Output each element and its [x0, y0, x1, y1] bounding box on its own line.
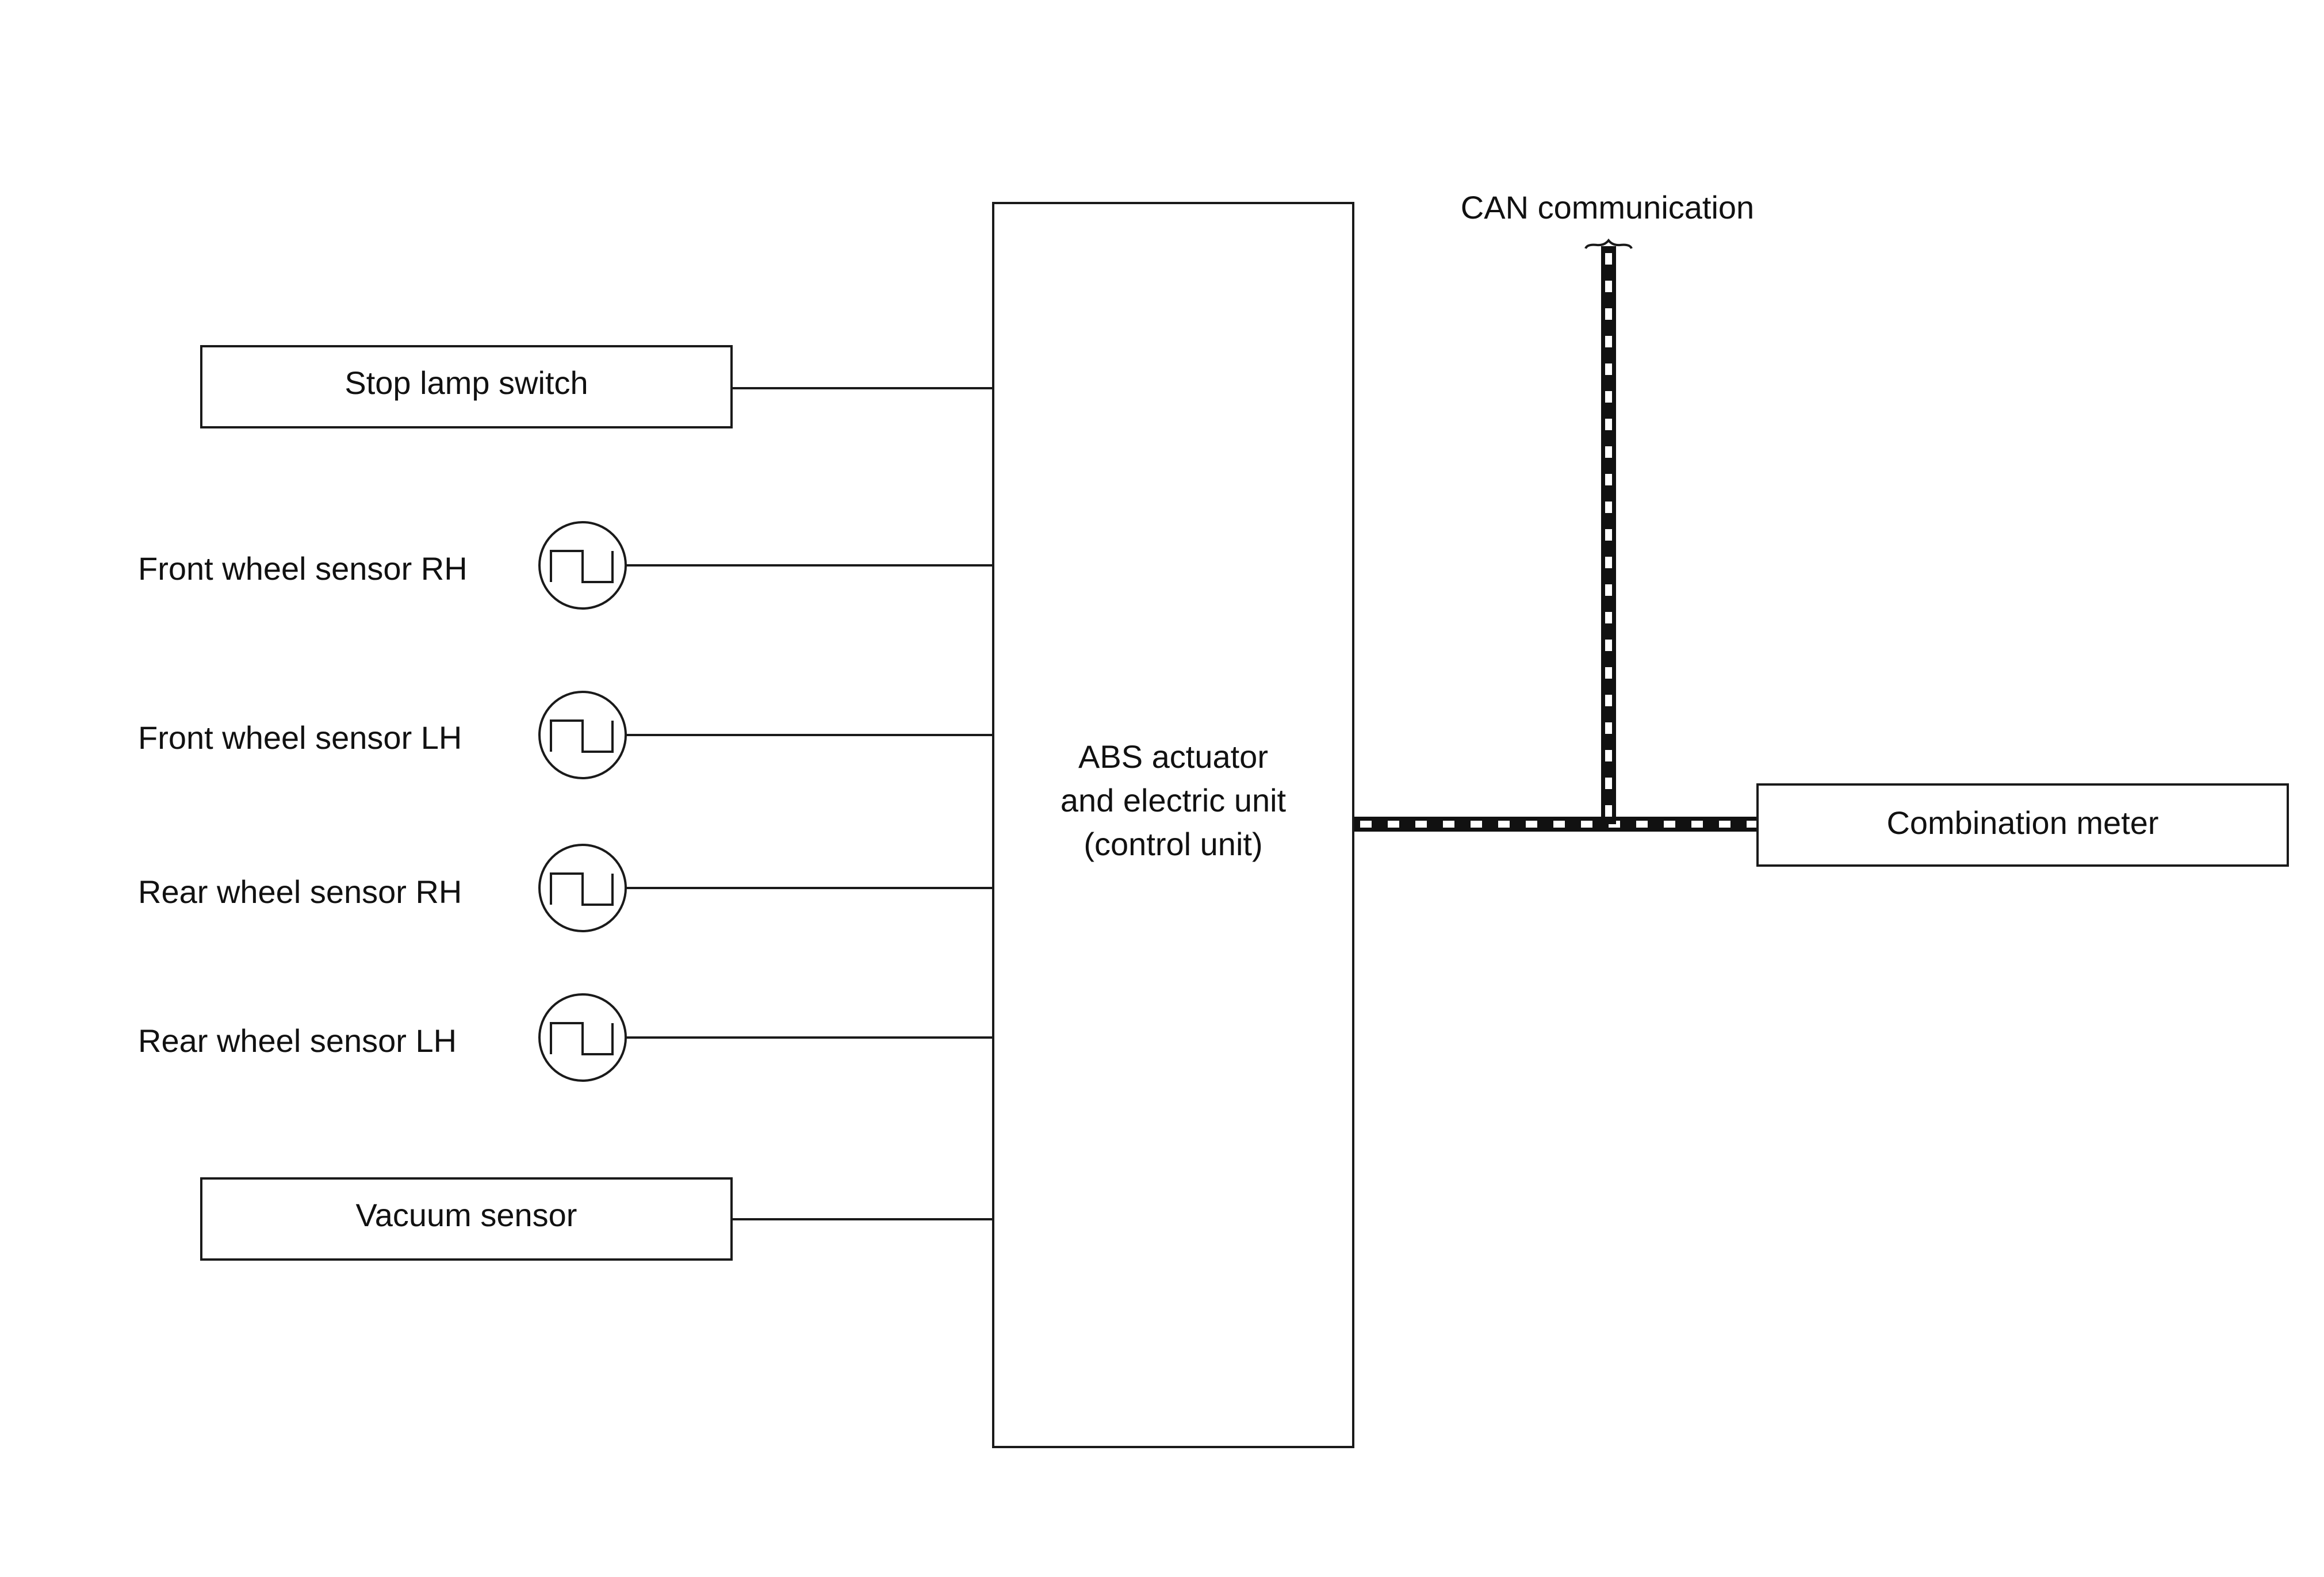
rear-wheel-sensor-rh-label: Rear wheel sensor RH: [138, 874, 462, 910]
pulse-signal-icon: [550, 872, 614, 906]
control-unit-label-line-1: ABS actuator: [1078, 738, 1268, 775]
pulse-signal-icon: [550, 719, 614, 753]
combination-meter-label: Combination meter: [1886, 805, 2158, 841]
control-unit-label-line-3: (control unit): [1083, 826, 1262, 862]
abs-control-unit-box: [992, 202, 1354, 1448]
front-wheel-sensor-lh-label: Front wheel sensor LH: [138, 719, 462, 756]
vacuum-sensor-box: [200, 1177, 733, 1261]
can-bracket-icon: [1584, 238, 1633, 249]
control-unit-label-line-2: and electric unit: [1060, 782, 1287, 818]
vacuum-sensor-label: Vacuum sensor: [356, 1197, 577, 1233]
combination-meter-box: [1756, 783, 2289, 867]
front-wheel-sensor-rh-label: Front wheel sensor RH: [138, 550, 468, 587]
can-communication-label: CAN communication: [1461, 189, 1754, 225]
stop-lamp-switch-box: [200, 345, 733, 428]
pulse-signal-icon: [550, 1022, 614, 1055]
pulse-signal-icon: [550, 550, 614, 583]
stop-lamp-switch-label: Stop lamp switch: [344, 365, 588, 401]
rear-wheel-sensor-lh-label: Rear wheel sensor LH: [138, 1023, 457, 1059]
